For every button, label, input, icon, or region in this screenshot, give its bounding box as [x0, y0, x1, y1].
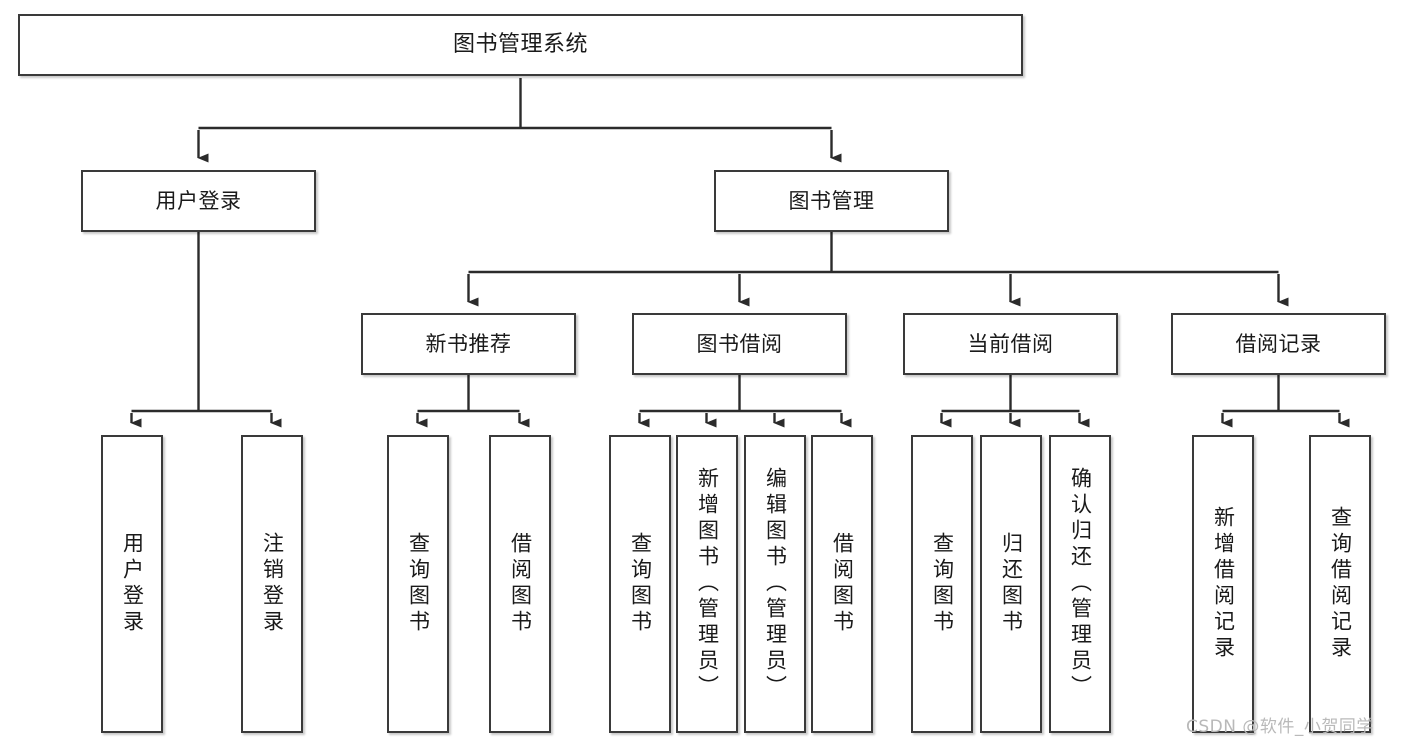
node-label: 借阅记录 [1235, 331, 1322, 356]
node-label: 借阅图书 [508, 532, 533, 636]
node-borrow-record[interactable]: 借阅记录 [1171, 313, 1386, 375]
leaf-add-book[interactable]: 新增图书（管理员） [676, 435, 738, 733]
node-label: 新增借阅记录 [1211, 506, 1236, 662]
csdn-watermark: CSDN @软件_小贺同学 [1186, 717, 1374, 737]
leaf-edit-book[interactable]: 编辑图书（管理员） [744, 435, 806, 733]
leaf-query-borrow-record[interactable]: 查询借阅记录 [1309, 435, 1371, 733]
node-label: 归还图书 [999, 532, 1024, 636]
node-label: 注销登录 [260, 532, 285, 636]
node-label: 借阅图书 [830, 532, 855, 636]
leaf-query-book-borrow[interactable]: 查询图书 [609, 435, 671, 733]
node-new-book-recommend[interactable]: 新书推荐 [361, 313, 576, 375]
node-book-borrow[interactable]: 图书借阅 [632, 313, 847, 375]
leaf-query-book-current[interactable]: 查询图书 [911, 435, 973, 733]
node-current-borrow[interactable]: 当前借阅 [903, 313, 1118, 375]
node-book-management-system[interactable]: 图书管理系统 [18, 14, 1023, 76]
node-label: 图书借阅 [696, 331, 783, 356]
node-label: 图书管理系统 [452, 32, 588, 58]
leaf-user-login[interactable]: 用户登录 [101, 435, 163, 733]
leaf-query-book-recommend[interactable]: 查询图书 [387, 435, 449, 733]
node-label: 用户登录 [120, 532, 145, 636]
node-book-manage[interactable]: 图书管理 [714, 170, 949, 232]
node-label: 图书管理 [788, 188, 875, 213]
leaf-logout-login[interactable]: 注销登录 [241, 435, 303, 733]
node-label: 查询图书 [406, 532, 431, 636]
node-label: 查询图书 [628, 532, 653, 636]
leaf-add-borrow-record[interactable]: 新增借阅记录 [1192, 435, 1254, 733]
leaf-borrow-book[interactable]: 借阅图书 [811, 435, 873, 733]
node-label: 新增图书（管理员） [695, 467, 720, 701]
node-label: 查询借阅记录 [1328, 506, 1353, 662]
node-label: 用户登录 [155, 188, 242, 213]
node-user-login[interactable]: 用户登录 [81, 170, 316, 232]
node-label: 新书推荐 [425, 331, 512, 356]
node-label: 确认归还（管理员） [1068, 467, 1093, 701]
node-label: 查询图书 [930, 532, 955, 636]
leaf-confirm-return[interactable]: 确认归还（管理员） [1049, 435, 1111, 733]
leaf-borrow-book-recommend[interactable]: 借阅图书 [489, 435, 551, 733]
node-label: 当前借阅 [967, 331, 1054, 356]
leaf-return-book[interactable]: 归还图书 [980, 435, 1042, 733]
node-label: 编辑图书（管理员） [763, 467, 788, 701]
